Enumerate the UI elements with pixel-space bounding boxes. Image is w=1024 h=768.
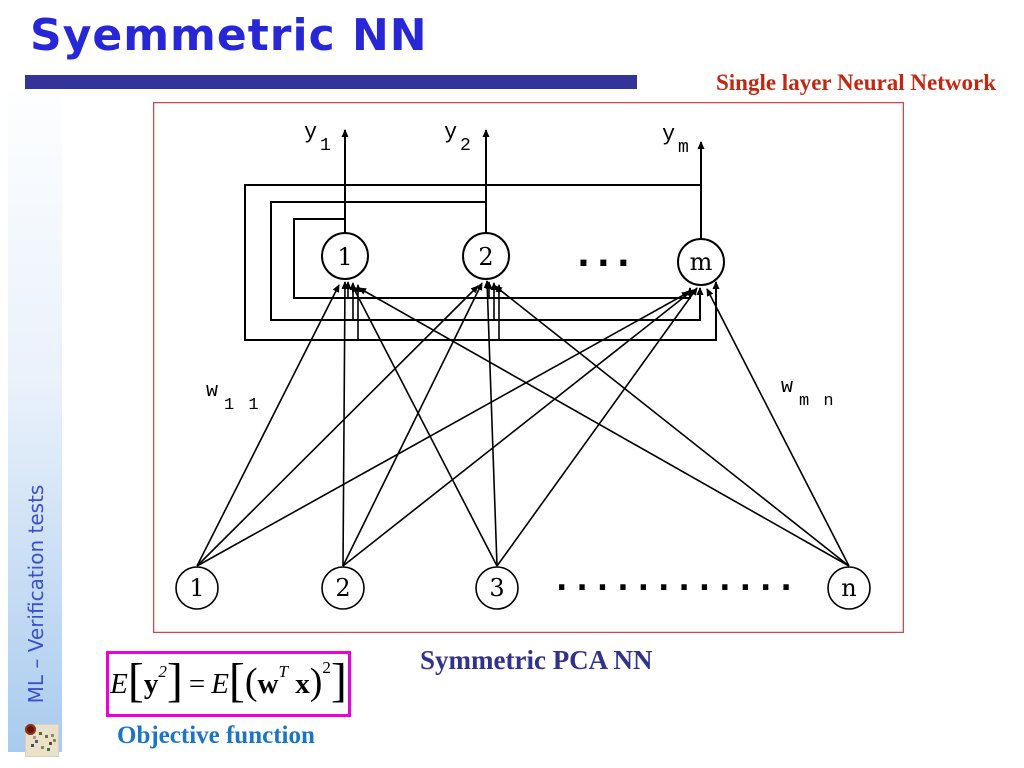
input-node-2: 2 (335, 574, 350, 602)
input-ellipsis: ............ (556, 563, 801, 598)
objective-function-label: Objective function (117, 722, 315, 749)
sidebar-vertical-label: ML – Verification tests (24, 484, 48, 704)
formula-sup-2: 2 (158, 662, 167, 681)
formula-x: x (295, 667, 310, 700)
heading-single-layer-nn: Single layer Neural Network (715, 70, 996, 95)
output-node-1: 1 (337, 243, 352, 271)
input-node-1: 1 (189, 574, 204, 602)
caption-symmetric-pca-nn: Symmetric PCA NN (420, 645, 653, 675)
w11-label: w1 1 (206, 380, 261, 415)
wmn-label: wm n (781, 376, 836, 411)
formula-E2: E (211, 667, 229, 700)
output-arrows (341, 129, 705, 239)
corner-thumbnail-image (25, 724, 59, 757)
page-title: Syemmetric NN (30, 10, 428, 61)
weight-connections (196, 280, 850, 567)
diagram-red-frame (153, 102, 904, 633)
formula-y: y (143, 667, 159, 700)
sidebar-strip (8, 90, 62, 752)
ym-label: ym (662, 122, 689, 158)
formula-E: E (110, 667, 128, 700)
input-node-3: 3 (489, 574, 504, 602)
title-underline-bar (25, 75, 637, 89)
y2-label: y2 (444, 120, 471, 156)
output-ellipsis: ... (577, 235, 637, 275)
output-node-2: 2 (478, 243, 493, 271)
formula-w: w (257, 667, 279, 700)
formula-sup-2b: 2 (322, 658, 331, 677)
input-layer-nodes: 1 2 3 n ............ (175, 563, 871, 610)
output-layer-nodes: 1 2 m ... (321, 232, 725, 286)
neural-network-diagram: y1 y2 ym w1 1 wm n (153, 102, 904, 633)
output-node-m: m (690, 248, 713, 276)
input-node-n: n (841, 574, 856, 602)
formula-equals: = (188, 667, 206, 700)
y1-label: y1 (304, 120, 331, 156)
formula-sup-T: T (278, 662, 288, 681)
